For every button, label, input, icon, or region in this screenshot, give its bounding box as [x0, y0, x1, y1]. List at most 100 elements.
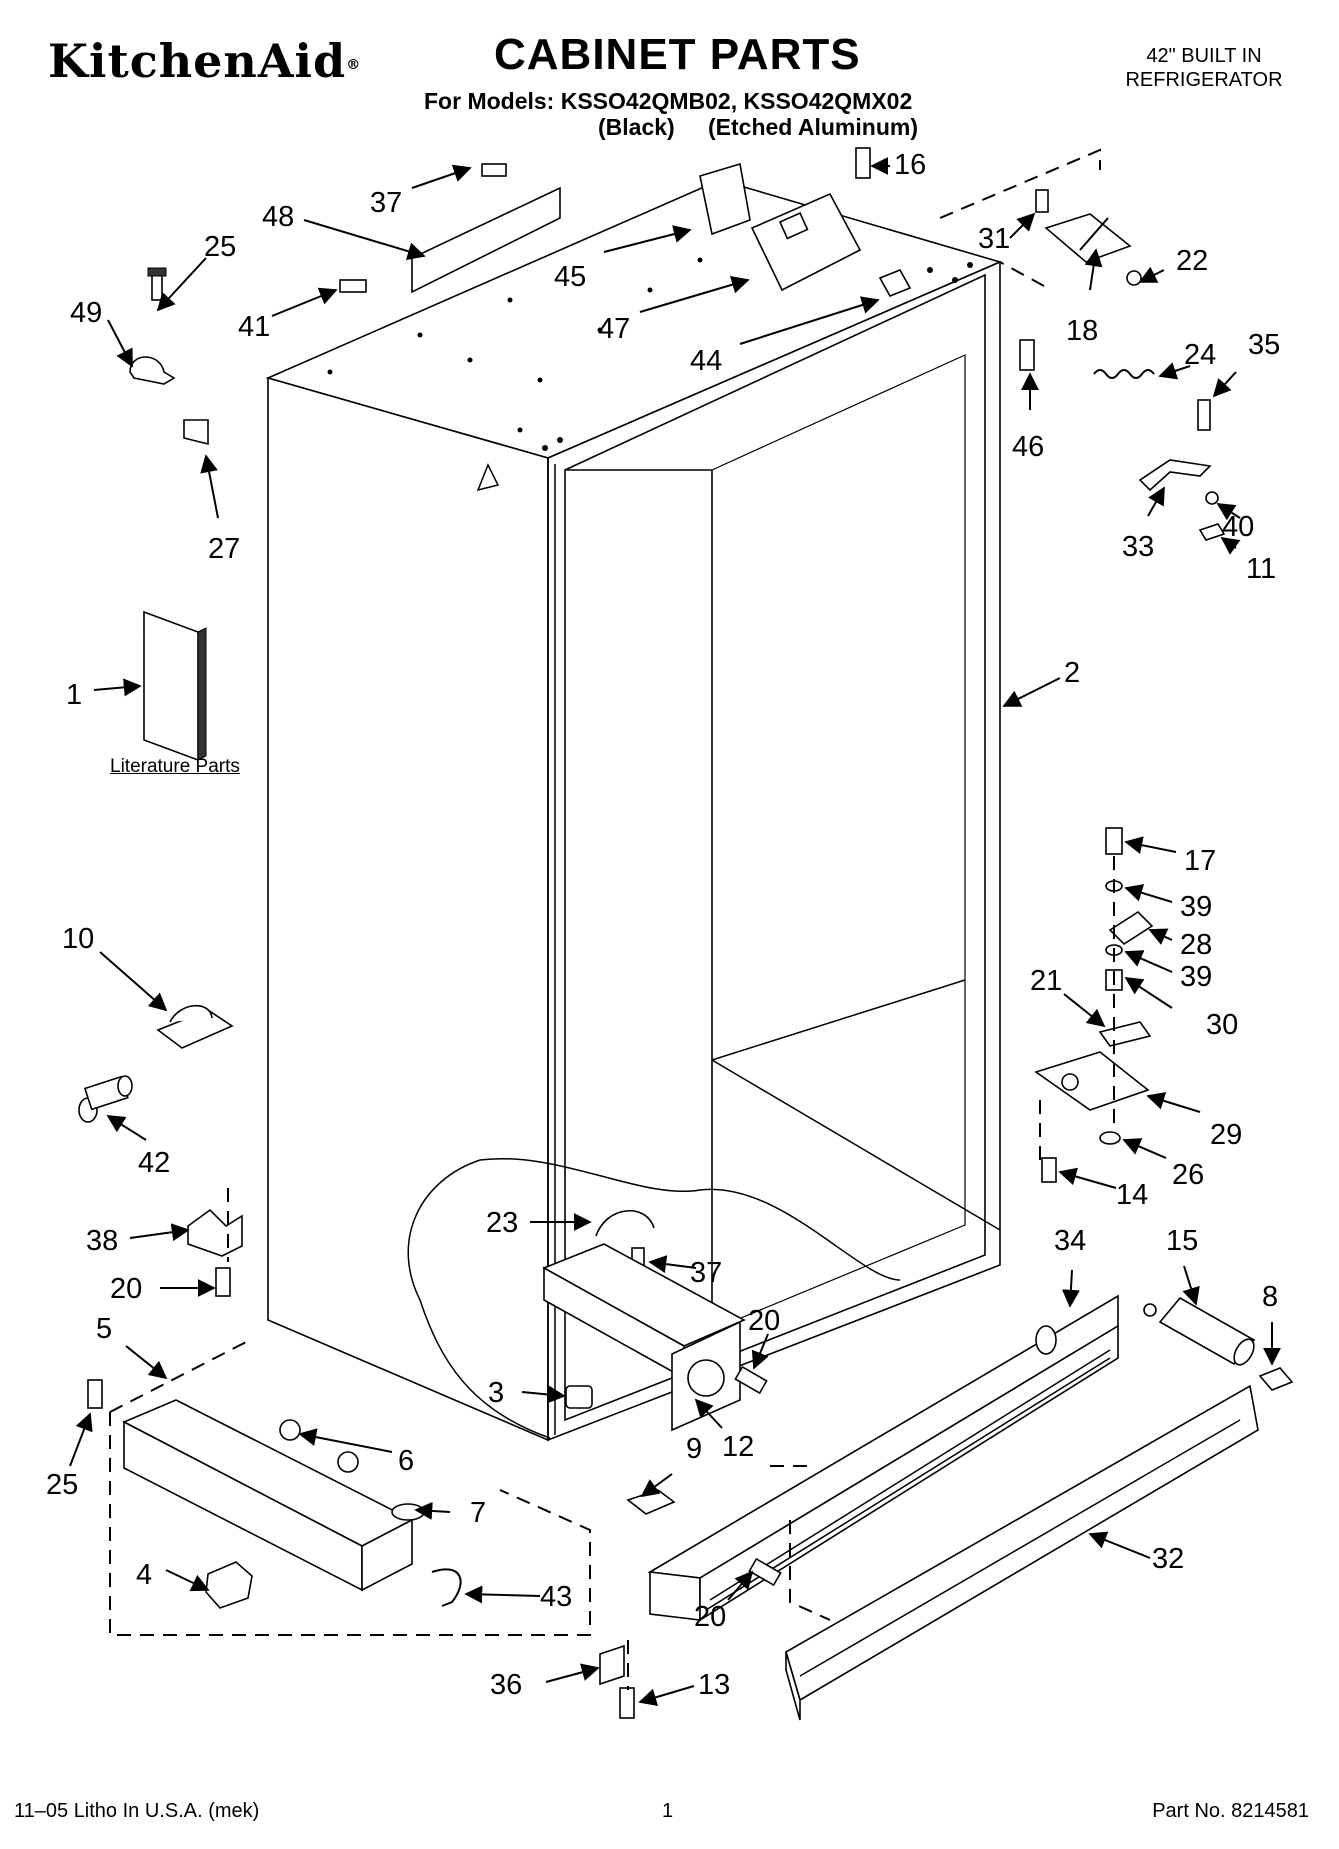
callout-34: 34 [1054, 1225, 1086, 1257]
model-numbers: For Models: KSSO42QMB02, KSSO42QMX02 [424, 88, 913, 114]
callout-41: 41 [238, 311, 270, 343]
screw-part-25-left [87, 1379, 103, 1409]
callout-48: 48 [262, 201, 294, 233]
callout-31: 31 [978, 223, 1010, 255]
callout-27: 27 [208, 533, 240, 565]
leader-arrows [69, 157, 1281, 1707]
grommet-part-42 [78, 1075, 133, 1123]
screw-part-16 [855, 147, 871, 179]
variant-black: (Black) [598, 114, 675, 140]
callout-47: 47 [598, 313, 630, 345]
registered-mark: ® [346, 57, 362, 73]
callout-43: 43 [540, 1581, 572, 1613]
callout-37b: 37 [690, 1257, 722, 1289]
clip-part-3 [565, 1385, 593, 1409]
product-description: 42" BUILT IN REFRIGERATOR [1104, 44, 1304, 92]
callout-20a: 20 [110, 1273, 142, 1305]
clip-part-9 [626, 1489, 676, 1515]
callout-30: 30 [1206, 1009, 1238, 1041]
screw-part-46 [1019, 339, 1035, 371]
spring-part-24 [1093, 369, 1155, 379]
screw-part-20-lower [748, 1557, 782, 1587]
callout-17: 17 [1184, 845, 1216, 877]
callout-39b: 39 [1180, 961, 1212, 993]
callout-42: 42 [138, 1147, 170, 1179]
callout-4: 4 [136, 1559, 152, 1591]
callout-12: 12 [722, 1431, 754, 1463]
callout-3: 3 [488, 1377, 504, 1409]
callout-44: 44 [690, 345, 722, 377]
callout-45: 45 [554, 261, 586, 293]
callout-13: 13 [698, 1669, 730, 1701]
callout-37: 37 [370, 187, 402, 219]
callout-5: 5 [96, 1313, 112, 1345]
variant-etched-aluminum: (Etched Aluminum) [708, 114, 918, 140]
bracket-part-27 [183, 419, 209, 446]
toe-kick-part-32 [785, 1384, 1259, 1721]
callout-2: 2 [1064, 657, 1080, 689]
callout-39a: 39 [1180, 891, 1212, 923]
callout-14: 14 [1116, 1179, 1148, 1211]
product-line-2: REFRIGERATOR [1125, 69, 1283, 91]
callout-33: 33 [1122, 531, 1154, 563]
callout-7: 7 [470, 1497, 486, 1529]
footer-part-number: Part No. 8214581 [1152, 1800, 1309, 1822]
callout-6: 6 [398, 1445, 414, 1477]
callout-18: 18 [1066, 315, 1098, 347]
callout-labels: 37 48 25 49 41 45 47 44 16 31 22 18 24 3… [46, 149, 1280, 1701]
callout-9: 9 [686, 1433, 702, 1465]
callout-38: 38 [86, 1225, 118, 1257]
bracket-part-47 [699, 162, 862, 292]
callout-15: 15 [1166, 1225, 1198, 1257]
callout-1: 1 [66, 679, 82, 711]
hinge-part-18 [1035, 189, 1142, 286]
wire-harness-outline [407, 1158, 901, 1439]
callout-22: 22 [1176, 245, 1208, 277]
brand-name: KitchenAid [48, 34, 347, 88]
bracket-part-48 [411, 186, 561, 294]
screw-part-13 [619, 1687, 635, 1719]
connector-part-44 [878, 268, 912, 298]
callout-16: 16 [894, 149, 926, 181]
callout-11: 11 [1246, 553, 1276, 585]
bracket-part-36 [599, 1644, 625, 1686]
callout-24: 24 [1184, 339, 1216, 371]
callout-10: 10 [62, 923, 94, 955]
callout-23: 23 [486, 1207, 518, 1239]
literature-parts-label: Literature Parts [110, 756, 240, 777]
callout-25b: 25 [46, 1469, 78, 1501]
bracket-part-33 [1138, 399, 1226, 541]
page-title: CABINET PARTS [494, 30, 861, 79]
callout-40: 40 [1222, 511, 1254, 543]
callout-26: 26 [1172, 1159, 1204, 1191]
callout-20c: 20 [694, 1601, 726, 1633]
product-line-1: 42" BUILT IN [1146, 45, 1262, 67]
brand-logo: KitchenAid® [48, 34, 361, 88]
callout-29: 29 [1210, 1119, 1242, 1151]
door-hinge-assembly [1034, 827, 1154, 1183]
base-tray-assembly [109, 1339, 591, 1636]
callout-32: 32 [1152, 1543, 1184, 1575]
screw-part-41 [339, 279, 367, 293]
callout-49: 49 [70, 297, 102, 329]
callout-25: 25 [204, 231, 236, 263]
literature-booklet [143, 610, 207, 762]
footer-litho: 11–05 Litho In U.S.A. (mek) [14, 1800, 260, 1822]
roller-part-15 [1143, 1296, 1294, 1391]
bracket-part-38 [187, 1188, 243, 1297]
duct-part-12 [542, 1210, 746, 1432]
callout-20b: 20 [748, 1305, 780, 1337]
callout-36: 36 [490, 1669, 522, 1701]
footer-page-number: 1 [662, 1800, 674, 1822]
clamp-part-49 [129, 267, 176, 385]
callout-46: 46 [1012, 431, 1044, 463]
cabinet-body [265, 179, 1003, 1442]
callout-21: 21 [1030, 965, 1062, 997]
screw-part-37 [481, 163, 507, 177]
callout-35: 35 [1248, 329, 1280, 361]
clip-part-10 [156, 1004, 234, 1049]
screw-part-20-center [734, 1365, 768, 1395]
callout-8: 8 [1262, 1281, 1278, 1313]
callout-28: 28 [1180, 929, 1212, 961]
